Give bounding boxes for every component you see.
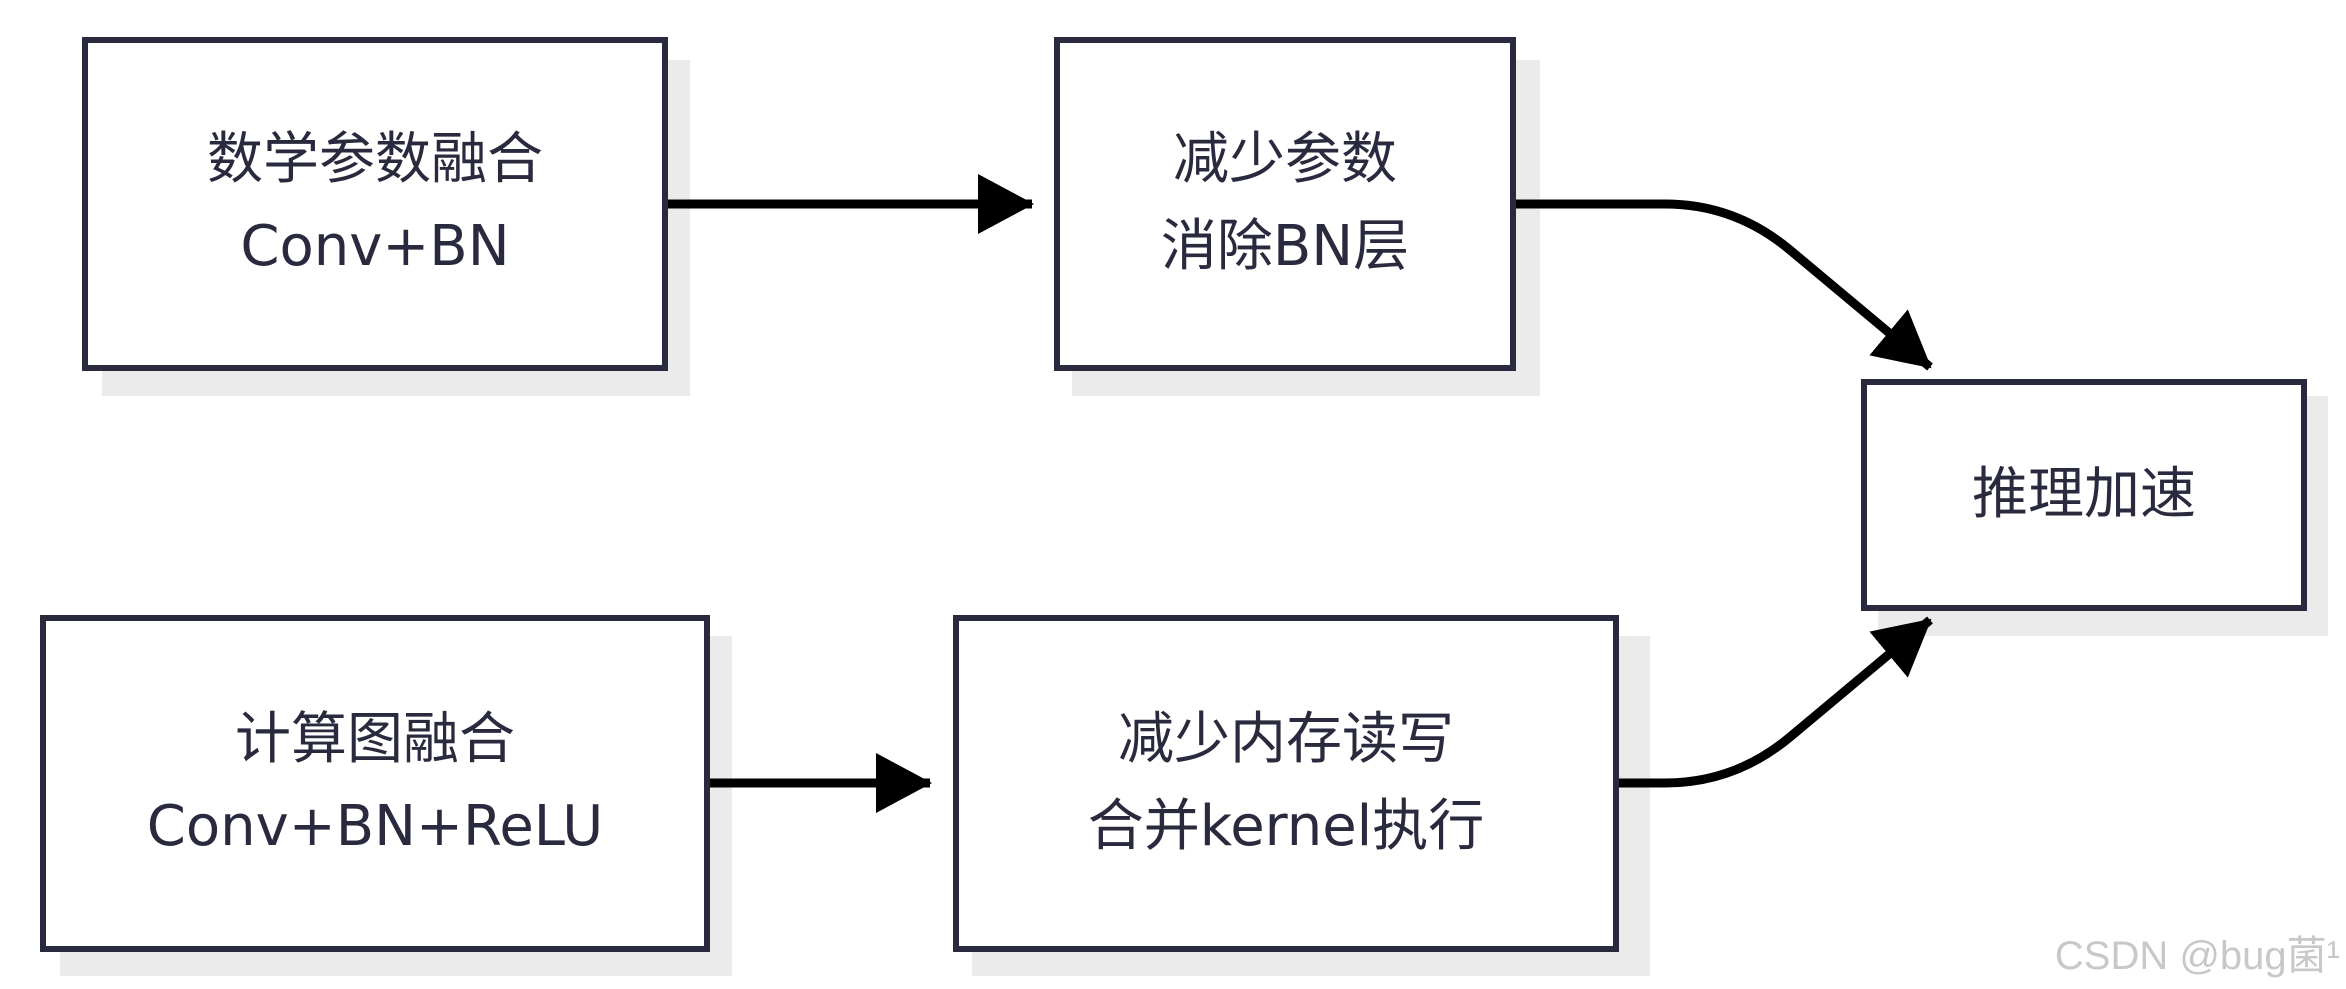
node-graph-fusion-subtitle: Conv+BN+ReLU bbox=[146, 793, 604, 859]
edge-reduce-memory-to-speedup bbox=[1618, 616, 1933, 788]
node-reduce-memory-subtitle: 合并kernel执行 bbox=[1087, 793, 1485, 859]
node-reduce-memory: 减少内存读写 合并kernel执行 bbox=[953, 615, 1619, 952]
node-math-param-fusion: 数学参数融合 Conv+BN bbox=[82, 37, 668, 371]
watermark: CSDN @bug菌¹ bbox=[2054, 934, 2340, 978]
node-graph-fusion-title: 计算图融合 bbox=[235, 706, 515, 772]
node-inference-speedup-title: 推理加速 bbox=[1972, 461, 2196, 527]
node-inference-speedup: 推理加速 bbox=[1861, 379, 2307, 611]
node-math-param-fusion-subtitle: Conv+BN bbox=[240, 214, 510, 279]
node-reduce-params-title: 减少参数 bbox=[1173, 127, 1397, 193]
edge-reduce-params-to-speedup bbox=[1516, 199, 1933, 371]
node-reduce-params-subtitle: 消除BN层 bbox=[1160, 214, 1410, 279]
node-math-param-fusion-title: 数学参数融合 bbox=[207, 127, 543, 193]
node-graph-fusion: 计算图融合 Conv+BN+ReLU bbox=[40, 615, 710, 952]
node-reduce-params: 减少参数 消除BN层 bbox=[1054, 37, 1516, 371]
node-reduce-memory-title: 减少内存读写 bbox=[1118, 706, 1454, 772]
